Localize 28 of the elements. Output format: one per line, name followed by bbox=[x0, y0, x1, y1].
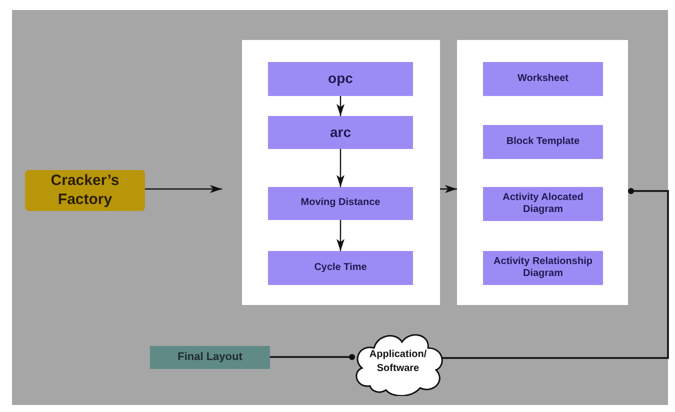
source-box bbox=[25, 170, 145, 211]
node-label: Worksheet bbox=[518, 72, 568, 86]
process-box bbox=[268, 251, 413, 285]
process-box bbox=[483, 251, 603, 285]
arrow bbox=[336, 220, 344, 251]
output-box bbox=[150, 346, 270, 369]
process-box bbox=[483, 125, 603, 159]
arrow bbox=[145, 185, 222, 193]
node-label: Activity Relationship Diagram bbox=[492, 256, 594, 280]
process-box bbox=[268, 62, 413, 96]
node-label: Application/ Software bbox=[368, 348, 428, 376]
process-box bbox=[268, 116, 413, 149]
node-label: Cracker’s Factory bbox=[50, 172, 120, 210]
arrow bbox=[440, 185, 457, 193]
node-label: Final Layout bbox=[178, 350, 242, 366]
arrow bbox=[336, 149, 344, 187]
node-label: Block Template bbox=[506, 136, 580, 148]
node-label: arc bbox=[330, 124, 352, 142]
process-box bbox=[483, 62, 603, 96]
node-label: Cycle Time bbox=[314, 262, 367, 274]
node-label: opc bbox=[328, 70, 353, 88]
panel bbox=[242, 40, 440, 305]
process-box bbox=[483, 187, 603, 221]
node-label: Activity Alocated Diagram bbox=[502, 192, 584, 216]
panel bbox=[457, 40, 628, 305]
arrow bbox=[336, 96, 344, 116]
process-box bbox=[268, 187, 413, 220]
node-label: Moving Distance bbox=[300, 197, 380, 210]
